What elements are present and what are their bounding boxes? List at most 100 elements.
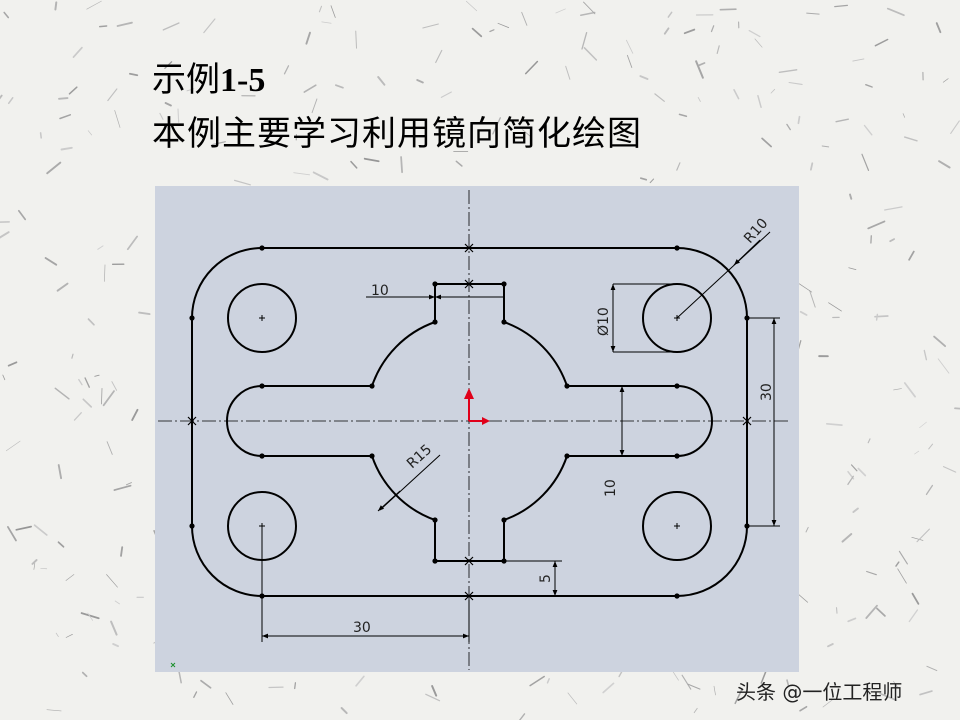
paper-fiber (678, 113, 688, 118)
paper-fiber (822, 699, 833, 708)
slot-and-boss-outline (226, 283, 713, 562)
paper-fiber (626, 54, 633, 68)
paper-fiber (177, 108, 180, 123)
view-triad-icon (170, 662, 176, 668)
paper-fiber (293, 172, 310, 176)
paper-fiber (521, 11, 528, 26)
paper-fiber (667, 11, 673, 18)
paper-fiber (73, 412, 82, 421)
paper-fiber (567, 692, 578, 705)
paper-fiber (710, 25, 715, 33)
paper-fiber (87, 318, 95, 326)
paper-fiber (754, 38, 763, 48)
paper-fiber (522, 129, 532, 138)
dim-label-hole-diameter[interactable]: Ø10 (596, 307, 612, 336)
paper-fiber (33, 563, 36, 570)
paper-fiber (625, 39, 634, 54)
paper-fiber (583, 47, 598, 61)
paper-fiber (65, 633, 73, 638)
paper-fiber (849, 193, 853, 200)
cad-sketch-canvas[interactable]: 10 Ø10 R10 30 10 R15 5 30 (155, 186, 799, 672)
paper-fiber (902, 113, 906, 118)
paper-fiber (233, 179, 251, 186)
paper-fiber (797, 115, 801, 125)
paper-fiber (799, 705, 808, 712)
paper-fiber (866, 570, 877, 576)
inner-profile (226, 283, 713, 562)
paper-fiber (104, 264, 106, 282)
paper-fiber (879, 692, 898, 702)
paper-fiber (518, 713, 526, 720)
paper-fiber (312, 171, 329, 181)
paper-fiber (916, 528, 930, 543)
paper-fiber (938, 160, 951, 169)
paper-fiber (809, 290, 816, 308)
sketch-origin (464, 388, 490, 425)
paper-fiber (203, 18, 216, 34)
slide-title: 示例1-5 (152, 60, 266, 100)
paper-fiber (492, 117, 501, 135)
paper-fiber (788, 81, 803, 85)
paper-fiber (283, 65, 290, 75)
paper-fiber (876, 607, 886, 617)
paper-fiber (17, 209, 27, 221)
dim-label-hole-offset-horizontal[interactable]: 30 (353, 620, 371, 636)
paper-fiber (687, 683, 701, 690)
paper-fiber (835, 118, 849, 123)
paper-fiber (529, 675, 545, 687)
paper-fiber (94, 374, 100, 377)
paper-fiber (335, 84, 344, 89)
paper-fiber (114, 600, 120, 605)
dim-label-top-width[interactable]: 10 (371, 283, 389, 299)
paper-fiber (303, 84, 317, 93)
paper-fiber (825, 422, 843, 426)
paper-fiber (937, 358, 950, 374)
paper-fiber (546, 678, 550, 684)
paper-fiber (0, 94, 3, 100)
paper-fiber (923, 349, 928, 361)
paper-fiber (865, 83, 873, 88)
paper-fiber (440, 91, 452, 98)
paper-fiber (942, 78, 949, 83)
paper-fiber (377, 76, 386, 86)
paper-fiber (422, 23, 439, 29)
dim-label-corner-radius[interactable]: R10 (741, 215, 771, 246)
paper-fiber (639, 75, 649, 80)
paper-fiber (56, 282, 69, 292)
dim-label-tab-offset[interactable]: 5 (538, 574, 554, 583)
paper-fiber (355, 675, 365, 687)
paper-fiber (111, 381, 118, 391)
paper-fiber (580, 11, 596, 16)
paper-fiber (848, 267, 857, 270)
paper-fiber (138, 311, 151, 316)
paper-fiber (107, 88, 118, 102)
paper-fiber (733, 89, 740, 100)
paper-fiber (58, 97, 69, 100)
dim-label-slot-width[interactable]: 10 (603, 479, 619, 497)
paper-fiber (847, 617, 857, 623)
dim-label-hole-spacing-vertical[interactable]: 30 (759, 383, 775, 401)
symmetry-marks (187, 243, 752, 601)
paper-fiber (926, 665, 938, 672)
paper-fiber (778, 69, 798, 74)
paper-fiber (654, 93, 665, 102)
dim-label-boss-radius[interactable]: R15 (404, 442, 435, 472)
paper-fiber (350, 160, 358, 169)
paper-fiber (225, 692, 234, 705)
paper-fiber (330, 5, 336, 18)
paper-fiber (834, 4, 849, 8)
paper-fiber (44, 257, 58, 266)
paper-fiber (799, 310, 808, 316)
paper-fiber (889, 238, 895, 243)
paper-fiber (126, 235, 138, 251)
paper-fiber (886, 7, 905, 17)
paper-fiber (355, 30, 357, 49)
paper-fiber (847, 475, 854, 486)
paper-fiber (131, 408, 139, 421)
paper-fiber (821, 145, 830, 148)
paper-fiber (110, 620, 118, 636)
paper-fiber (186, 88, 195, 92)
paper-fiber (65, 574, 75, 581)
paper-fiber (68, 86, 78, 95)
paper-fiber (583, 1, 596, 15)
